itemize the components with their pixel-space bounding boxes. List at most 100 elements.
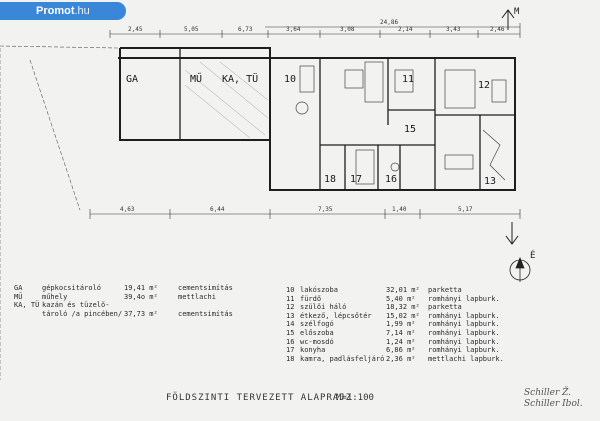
schedule-right-code: 17 [286, 346, 295, 355]
dim-bottom-5: 5,17 [458, 206, 473, 213]
schedule-right-code: 16 [286, 337, 295, 346]
schedule-right-code: 13 [286, 311, 295, 320]
north-label: É [530, 249, 535, 261]
schedule-right-finish: mettlachi lapburk. [428, 354, 504, 363]
schedule-right-code: 10 [286, 286, 295, 294]
schedule-right-area: 1,24 m² [386, 337, 416, 346]
schedule-right-row: 17 konyha 6,86 m² romhányi lapburk. [286, 346, 508, 355]
schedule-left-area: 37,73 m² [124, 309, 158, 318]
schedule-right-area: 2,36 m² [386, 354, 416, 363]
schedule-right-area: 32,01 m² [386, 286, 420, 294]
schedule-left-finish: cementsimítás [178, 284, 233, 292]
schedule-left-row: tároló /a pincében/37,73 m² cementsimítás [14, 310, 248, 319]
schedule-right-area: 15,02 m² [386, 311, 420, 320]
schedule-right-finish: parketta [428, 286, 462, 294]
schedule-right-area: 5,40 m² [386, 294, 416, 303]
dim-top-1: 2,45 [128, 26, 143, 33]
room-label-13: 13 [484, 176, 496, 187]
schedule-right-row: 10 lakószoba 32,01 m² parketta [286, 286, 508, 295]
dim-top-5: 3,08 [340, 26, 355, 33]
schedule-left-name: kazán és tüzelő- [42, 301, 110, 310]
drawing-scale: M=1:100 [336, 393, 374, 403]
section-mark-label: M [514, 7, 520, 17]
schedule-right-code: 14 [286, 320, 295, 329]
schedule-right-code: 12 [286, 303, 295, 312]
schedule-left-name: tároló /a pincében/ [42, 309, 123, 318]
schedule-right-code: 15 [286, 328, 295, 337]
outer-walls [118, 47, 516, 191]
schedule-right-name: étkező, lépcsőtér [300, 311, 372, 320]
schedule-right-row: 13 étkező, lépcsőtér 15,02 m² romhányi lapb… [286, 312, 508, 321]
schedule-right-row: 12 szülői háló 18,32 m² parketta [286, 303, 508, 312]
schedule-right-area: 1,99 m² [386, 320, 416, 329]
room-schedule-house: 10 lakószoba 32,01 m² parketta 11 fürdő 5,40 m… [286, 286, 508, 363]
schedule-left-name: műhely [42, 292, 68, 301]
schedule-right-code: 11 [286, 294, 295, 303]
room-label-mu: MŰ [190, 71, 202, 85]
schedule-right-area: 18,32 m² [386, 303, 420, 312]
north-arrow-icon [509, 256, 531, 282]
dim-bottom-4: 1,40 [392, 206, 407, 213]
schedule-right-code: 18 [286, 354, 295, 363]
schedule-right-name: előszoba [300, 328, 334, 337]
signature: Schiller Ž. Schiller Ibol. [524, 388, 583, 410]
schedule-left-row: MŰ műhely 39,4o m² mettlachi [14, 293, 248, 302]
schedule-right-name: szélfogó [300, 320, 334, 329]
promot-watermark-logo: Promot.hu [0, 2, 126, 20]
room-label-15: 15 [404, 124, 416, 135]
schedule-right-row: 11 fürdő 5,40 m² romhányi lapburk. [286, 295, 508, 304]
room-label-ga: GA [126, 74, 138, 85]
schedule-left-code: KA, TÜ [14, 301, 40, 310]
furniture [295, 61, 507, 185]
drawing-title: FÖLDSZINTI TERVEZETT ALAPRAJZ [166, 393, 353, 403]
room-label-11: 11 [402, 74, 414, 85]
dim-top-4: 3,64 [286, 26, 301, 33]
schedule-right-finish: romhányi lapburk. [428, 328, 500, 337]
schedule-left-area: 39,4o m² [124, 292, 158, 301]
schedule-right-name: fürdő [300, 294, 322, 303]
dim-overall: 24,86 [380, 19, 398, 26]
schedule-right-name: konyha [300, 346, 326, 355]
brand-suffix: .hu [74, 5, 90, 17]
room-label-16: 16 [385, 174, 397, 185]
brand-name: Promot [36, 5, 75, 17]
schedule-right-row: 16 wc-mosdó 1,24 m² romhányi lapburk. [286, 338, 508, 347]
schedule-left-finish: mettlachi [178, 292, 216, 301]
schedule-right-name: wc-mosdó [300, 337, 334, 346]
room-label-17: 17 [350, 174, 362, 185]
schedule-right-finish: romhányi lapburk. [428, 320, 500, 329]
schedule-right-finish: romhányi lapburk. [428, 337, 500, 346]
interior-walls [179, 48, 515, 190]
room-label-10: 10 [284, 74, 296, 85]
schedule-right-area: 7,14 m² [386, 328, 416, 337]
schedule-left-finish: cementsimítás [178, 309, 233, 318]
top-dimension-line [109, 23, 521, 38]
dim-top-2: 5,05 [184, 26, 199, 33]
plot-boundary [0, 45, 119, 380]
schedule-right-row: 14 szélfogó 1,99 m² romhányi lapburk. [286, 320, 508, 329]
signature-line-2: Schiller Ibol. [524, 399, 583, 409]
schedule-right-name: lakószoba [300, 286, 338, 294]
schedule-right-finish: romhányi lapburk. [428, 346, 500, 355]
schedule-left-code: MŰ [14, 292, 23, 301]
schedule-right-finish: romhányi lapburk. [428, 311, 500, 320]
dim-top-6: 2,14 [398, 26, 413, 33]
dim-bottom-3: 7,35 [318, 206, 333, 213]
dim-top-7: 3,43 [446, 26, 461, 33]
room-label-ka: KA, TÜ [222, 72, 258, 85]
schedule-right-finish: romhányi lapburk. [428, 294, 500, 303]
schedule-right-area: 6,86 m² [386, 346, 416, 355]
room-label-12: 12 [478, 80, 490, 91]
room-label-18: 18 [324, 174, 336, 185]
bottom-dimension-line [89, 209, 521, 219]
schedule-left-name: gépkocsitároló [42, 284, 102, 292]
schedule-right-name: szülői háló [300, 303, 347, 312]
section-mark [501, 9, 519, 245]
schedule-left-area: 19,41 m² [124, 284, 158, 292]
schedule-right-finish: parketta [428, 303, 462, 312]
